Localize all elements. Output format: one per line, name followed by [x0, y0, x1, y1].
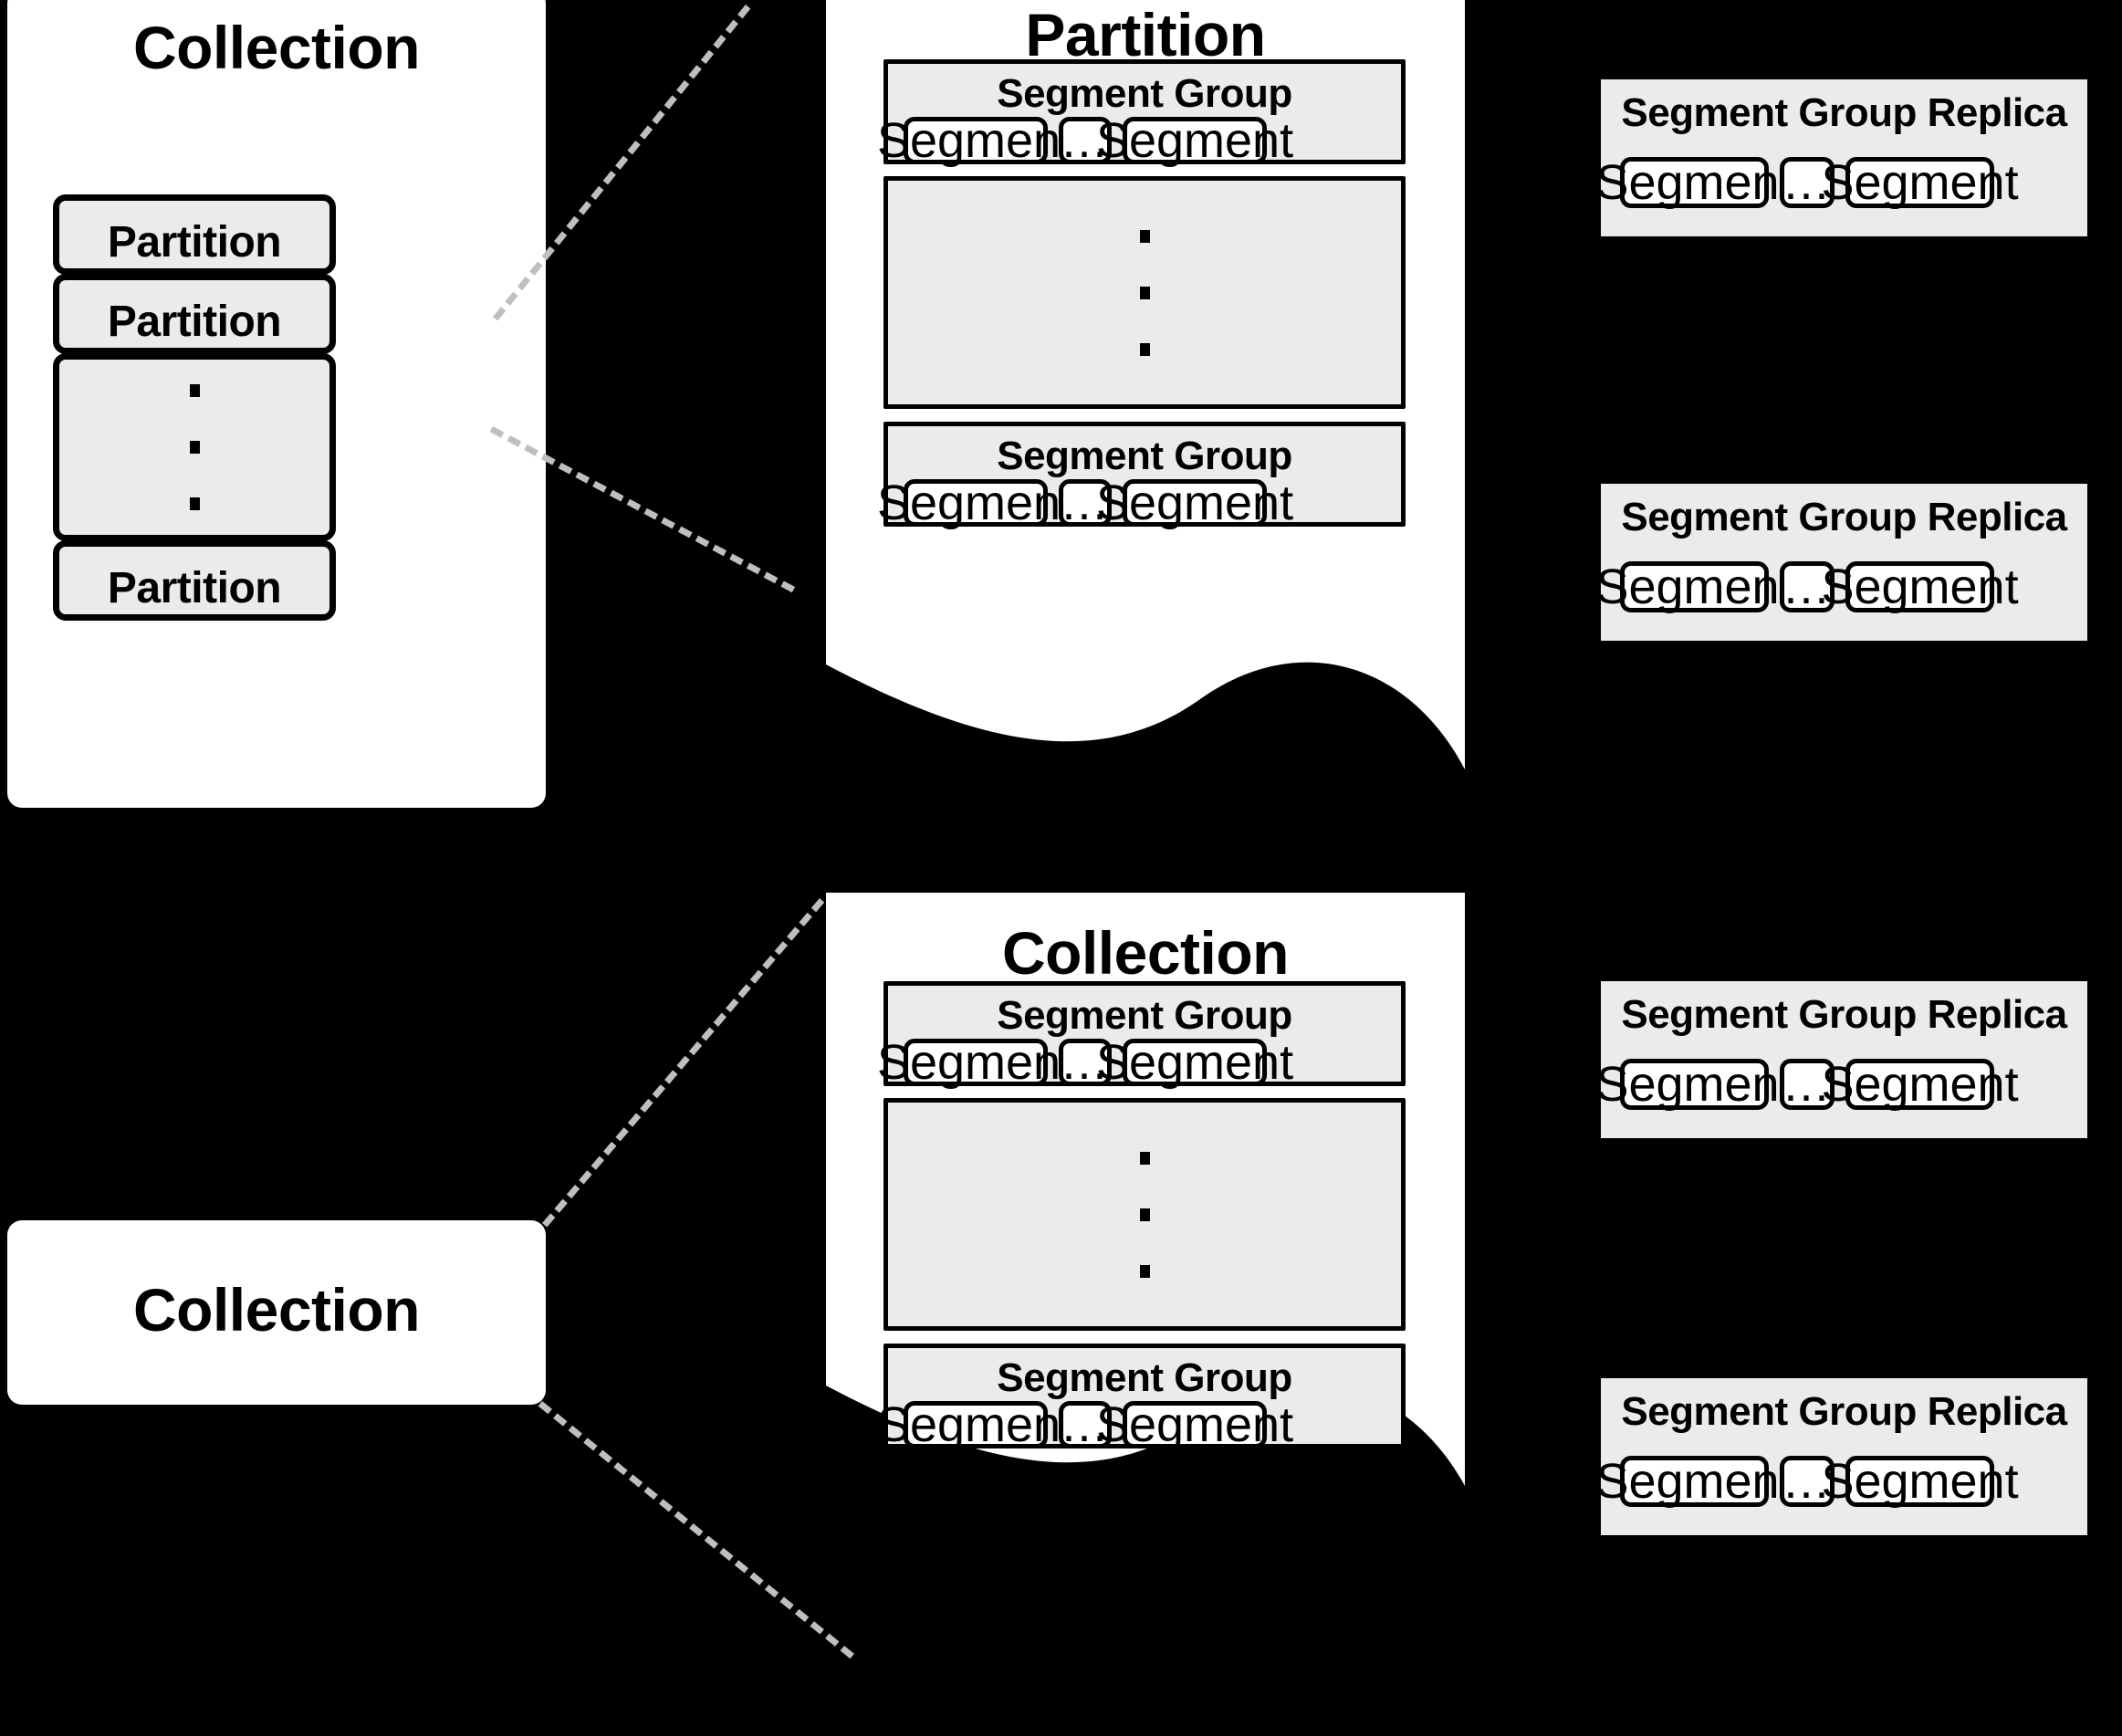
segment-group-vertical-ellipsis-icon — [888, 181, 1401, 404]
segment-group-2-label: Segment Group — [997, 434, 1292, 478]
collection-segment-group-2-segment-2[interactable]: Segment — [1095, 1397, 1294, 1452]
collection-segment-group-vertical-ellipsis-icon — [888, 1103, 1401, 1326]
segment-group-replica-4-segment-ellipsis: ... — [1780, 1456, 1835, 1507]
partition-box-3[interactable]: Partition — [53, 540, 336, 621]
segment-group-replica-4[interactable]: Segment Group Replica Segment ... Segmen… — [1595, 1378, 2087, 1535]
collection-detail-panel: Collection Segment Group Segment ... Seg… — [826, 893, 1465, 1732]
segment-group-replica-4-segment-1[interactable]: Segment — [1595, 1454, 1793, 1509]
collection-segment-group-2[interactable]: Segment Group Segment ... Segment — [876, 1344, 1406, 1452]
segment-group-1-segment-ellipsis: ... — [1059, 116, 1112, 165]
partition-box-2[interactable]: Partition — [53, 274, 336, 354]
connector-collection-to-collection-panel-bottom — [538, 1401, 854, 1659]
collection-segment-group-2-segment-ellipsis: ... — [1059, 1400, 1112, 1449]
collection-node-label: Collection — [132, 1276, 421, 1344]
collection-segment-group-1-segment-2[interactable]: Segment — [1095, 1035, 1294, 1090]
segment-group-1-label: Segment Group — [997, 71, 1292, 116]
partition-detail-panel: Partition Segment Group Segment ... Segm… — [826, 0, 1465, 820]
collection-segment-group-1[interactable]: Segment Group Segment ... Segment — [876, 981, 1406, 1090]
segment-group-replica-4-title: Segment Group Replica — [1621, 1389, 2067, 1434]
segment-group-2[interactable]: Segment Group Segment ... Segment — [876, 422, 1406, 530]
collection-segment-group-2-segment-1[interactable]: Segment — [876, 1397, 1075, 1452]
collection-panel-title: Collection — [132, 14, 421, 81]
segment-group-replica-1-segment-1[interactable]: Segment — [1595, 155, 1793, 210]
collection-segment-group-2-label: Segment Group — [997, 1355, 1292, 1400]
collection-detail-panel-title: Collection — [1001, 919, 1290, 987]
collection-node[interactable]: Collection — [7, 1220, 546, 1405]
segment-group-replica-3[interactable]: Segment Group Replica Segment ... Segmen… — [1595, 981, 2087, 1138]
partition-box-1[interactable]: Partition — [53, 194, 336, 275]
segment-group-replica-4-segment-2[interactable]: Segment — [1821, 1454, 2019, 1509]
segment-group-replica-2-segment-1[interactable]: Segment — [1595, 559, 1793, 614]
segment-group-2-segment-ellipsis: ... — [1059, 478, 1112, 528]
segment-group-1-segment-1[interactable]: Segment — [876, 113, 1075, 168]
segment-group-replica-3-segment-2[interactable]: Segment — [1821, 1057, 2019, 1112]
collection-segment-group-1-segment-ellipsis: ... — [1059, 1038, 1112, 1087]
segment-group-1-segment-2[interactable]: Segment — [1095, 113, 1294, 168]
segment-group-replica-2-segment-2[interactable]: Segment — [1821, 559, 2019, 614]
segment-group-replica-2[interactable]: Segment Group Replica Segment ... Segmen… — [1595, 484, 2087, 641]
partition-vertical-ellipsis-icon — [59, 360, 329, 535]
partition-box-1-label: Partition — [107, 218, 282, 267]
segment-group-replica-1-segment-2[interactable]: Segment — [1821, 155, 2019, 210]
partition-box-3-label: Partition — [107, 564, 282, 612]
segment-group-replica-2-title: Segment Group Replica — [1621, 495, 2067, 539]
segment-group-1[interactable]: Segment Group Segment ... Segment — [876, 59, 1406, 168]
segment-group-replica-1-title: Segment Group Replica — [1621, 90, 2067, 135]
segment-group-2-segment-1[interactable]: Segment — [876, 476, 1075, 530]
partition-box-ellipsis — [53, 353, 336, 541]
segment-group-replica-1-segment-ellipsis: ... — [1780, 157, 1835, 208]
segment-group-replica-3-segment-ellipsis: ... — [1780, 1059, 1835, 1110]
segment-group-2-segment-2[interactable]: Segment — [1095, 476, 1294, 530]
collection-panel: Collection Partition Partition Partition — [7, 0, 546, 808]
segment-group-replica-1[interactable]: Segment Group Replica Segment ... Segmen… — [1595, 79, 2087, 236]
segment-group-replica-3-title: Segment Group Replica — [1621, 992, 2067, 1037]
partition-box-2-label: Partition — [107, 298, 282, 346]
connector-collection-to-collection-panel-top — [542, 898, 825, 1228]
segment-group-ellipsis-box — [883, 176, 1406, 409]
segment-group-replica-2-segment-ellipsis: ... — [1780, 561, 1835, 612]
partition-detail-panel-title: Partition — [1025, 1, 1266, 68]
collection-segment-group-1-label: Segment Group — [997, 993, 1292, 1038]
collection-segment-group-ellipsis-box — [883, 1098, 1406, 1331]
collection-segment-group-1-segment-1[interactable]: Segment — [876, 1035, 1075, 1090]
segment-group-replica-3-segment-1[interactable]: Segment — [1595, 1057, 1793, 1112]
